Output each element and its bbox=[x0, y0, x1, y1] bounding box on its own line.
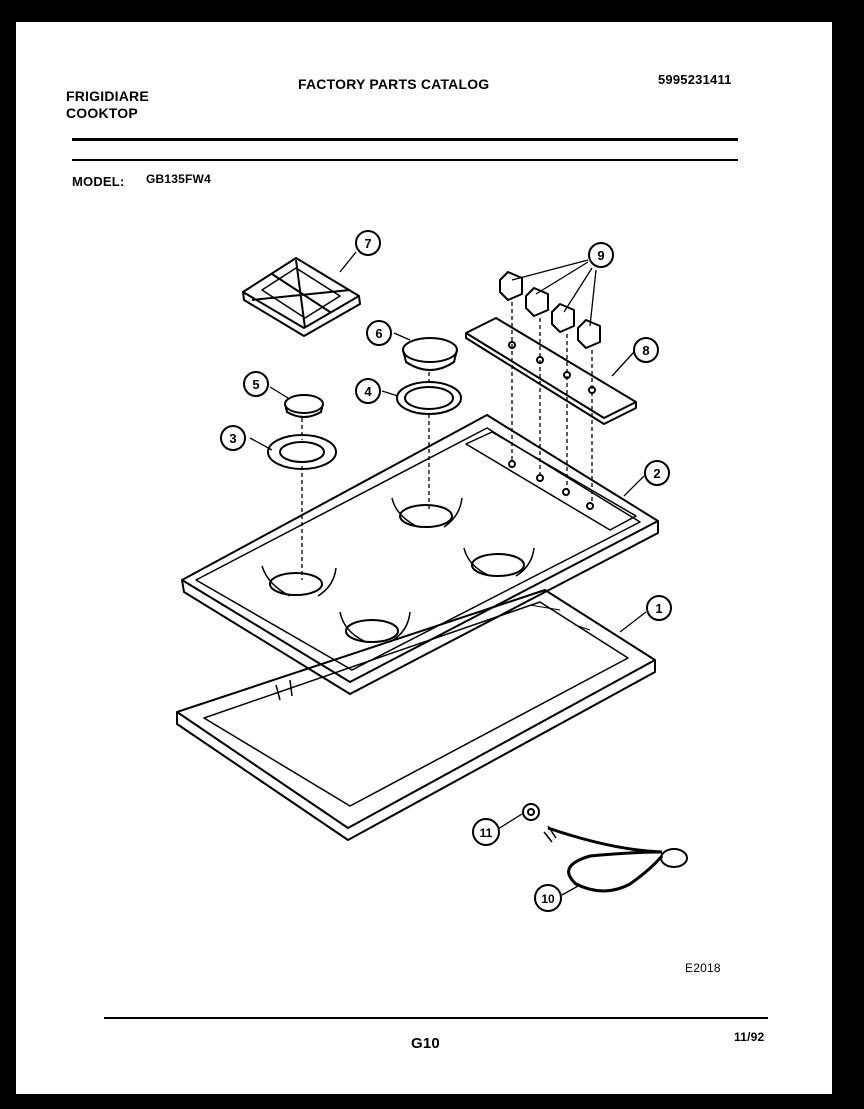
callout-4: 4 bbox=[355, 378, 381, 404]
callout-7: 7 bbox=[355, 230, 381, 256]
svg-text:5: 5 bbox=[252, 377, 259, 392]
svg-text:6: 6 bbox=[375, 326, 382, 341]
frame-mount-holes bbox=[508, 460, 594, 510]
grommet-part bbox=[522, 803, 540, 821]
burner-ring-part bbox=[267, 434, 337, 470]
brand-block: FRIGIDIARE COOKTOP bbox=[66, 88, 149, 122]
svg-text:11: 11 bbox=[480, 826, 493, 840]
catalog-sheet: FRIGIDIARE COOKTOP FACTORY PARTS CATALOG… bbox=[16, 22, 832, 1094]
callout-10: 10 bbox=[534, 884, 562, 912]
callout-9: 9 bbox=[588, 242, 614, 268]
svg-text:1: 1 bbox=[655, 601, 662, 616]
small-burner-cap-part bbox=[284, 394, 324, 418]
catalog-part-number: 5995231411 bbox=[658, 72, 732, 87]
leader-lines bbox=[249, 251, 647, 896]
header-rule-thick bbox=[72, 138, 738, 141]
callout-2: 2 bbox=[644, 460, 670, 486]
callouts: 1 2 3 4 5 bbox=[220, 230, 672, 912]
product-type: COOKTOP bbox=[66, 105, 138, 121]
model-number: GB135FW4 bbox=[146, 172, 211, 186]
svg-text:3: 3 bbox=[229, 431, 236, 446]
catalog-date: 11/92 bbox=[734, 1030, 765, 1044]
callout-8: 8 bbox=[633, 337, 659, 363]
assembly-lines bbox=[301, 302, 593, 580]
callout-11: 11 bbox=[472, 818, 500, 846]
header-rule-thin bbox=[72, 159, 738, 161]
power-cord-part bbox=[543, 825, 688, 893]
svg-text:4: 4 bbox=[364, 384, 372, 399]
footer-rule bbox=[104, 1017, 768, 1019]
cooktop-frame-part bbox=[181, 414, 659, 695]
svg-text:10: 10 bbox=[541, 892, 555, 906]
callout-6: 6 bbox=[366, 320, 392, 346]
brand-name: FRIGIDIARE bbox=[66, 88, 149, 104]
svg-text:8: 8 bbox=[642, 343, 649, 358]
knobs-part bbox=[499, 271, 601, 349]
svg-text:9: 9 bbox=[597, 248, 604, 263]
control-panel-part bbox=[465, 317, 637, 425]
svg-text:7: 7 bbox=[364, 236, 371, 251]
base-pan-part bbox=[176, 589, 656, 841]
callout-1: 1 bbox=[646, 595, 672, 621]
page-code: G10 bbox=[411, 1035, 440, 1052]
callout-3: 3 bbox=[220, 425, 246, 451]
catalog-title: FACTORY PARTS CATALOG bbox=[298, 76, 490, 92]
diagram-code: E2018 bbox=[685, 961, 721, 975]
svg-text:2: 2 bbox=[653, 466, 660, 481]
burner-openings bbox=[261, 497, 535, 643]
grate-part bbox=[242, 257, 361, 337]
large-burner-cap-part bbox=[402, 337, 458, 371]
model-label: MODEL: bbox=[72, 174, 125, 189]
callout-5: 5 bbox=[243, 371, 269, 397]
